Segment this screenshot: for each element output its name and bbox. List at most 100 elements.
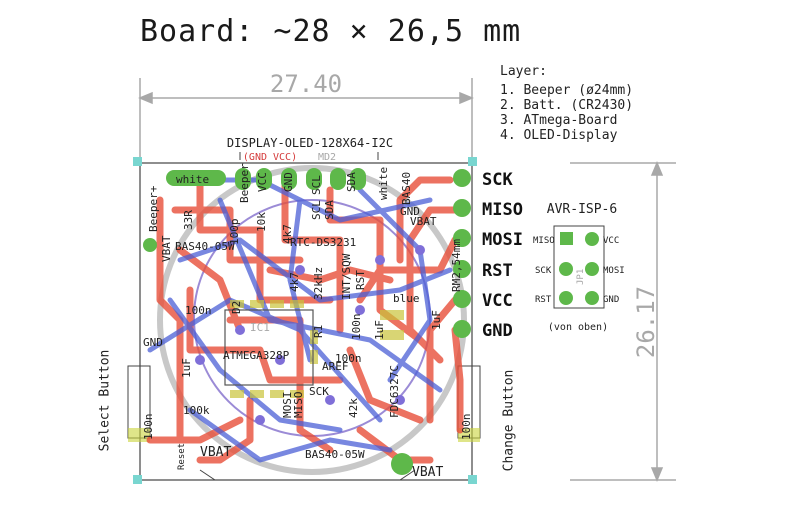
pin-label-vcc: VCC [482, 291, 513, 311]
layer-item: 1. Beeper (ø24mm) [500, 83, 634, 98]
silk-c1u: 1uF [373, 320, 386, 340]
edge-pads [143, 169, 471, 475]
display-pins-label: (GND VCC) [243, 152, 297, 163]
isp-outline [553, 225, 605, 309]
silk-scl2: SCL [310, 175, 323, 195]
beeper-outline [157, 165, 467, 475]
silk-r1: R1 [312, 325, 325, 338]
corner-marker [468, 157, 477, 166]
silk-white: white [176, 173, 209, 186]
display-ref: MD2 [318, 152, 336, 163]
silk-reset: Reset [177, 443, 187, 470]
pin-label-sck: SCK [482, 170, 513, 190]
silk-sda2: SDA [345, 172, 358, 192]
corner-marker [133, 475, 142, 484]
silk-vbat2: VBAT [200, 445, 231, 460]
silk-c100nb: 100n [350, 314, 363, 341]
select-button-pad [128, 428, 150, 442]
silk-rst: RST [354, 270, 367, 290]
silk-rm: RM2,54mm [450, 239, 463, 292]
silk-scl: SCL [310, 200, 323, 220]
isp-pin [559, 291, 573, 305]
isp-pin-label: RST [535, 295, 552, 305]
avr-isp-connector: AVR-ISP-6 MISO SCK RST VCC MOSI GND JP1 … [533, 202, 625, 333]
height-dimension-value: 26.17 [632, 286, 660, 358]
silk-c1ufb: 1uF [180, 358, 193, 378]
pin-label-gnd: GND [482, 321, 513, 341]
isp-pin-label: MISO [533, 236, 555, 246]
header-pads [166, 168, 366, 190]
silk-vbat4: VBAT [160, 235, 173, 262]
silk-c100ne: 100n [460, 414, 473, 441]
silk-r100k: 100k [183, 404, 210, 417]
silk-rtc: RTC-DS3231 [290, 236, 356, 249]
silk-bas40a: BAS40-05W [175, 240, 235, 253]
change-button-pad [458, 428, 480, 442]
isp-pin [560, 232, 573, 245]
silk-r32k: 32kHz [312, 267, 325, 300]
silk-vcc: VCC [256, 172, 269, 192]
display-outline [239, 152, 379, 160]
top-copper-traces [146, 176, 464, 464]
isp-pin [585, 262, 599, 276]
layer-legend-heading: Layer: [500, 64, 547, 79]
silk-d2: D2 [230, 301, 243, 314]
pin-label-mosi: MOSI [482, 230, 523, 250]
layer-legend: Layer: 1. Beeper (ø24mm) 2. Batt. (CR243… [500, 64, 633, 143]
layer-item: 3. ATmega-Board [500, 113, 618, 128]
layer-list: 1. Beeper (ø24mm) 2. Batt. (CR2430) 3. A… [500, 83, 633, 143]
isp-note: (von oben) [548, 322, 608, 333]
silk-c100nd: 100n [142, 414, 155, 441]
isp-pin-label: VCC [603, 236, 619, 246]
silk-r4k7a: 4k7 [281, 224, 294, 244]
pin-label-rst: RST [482, 261, 513, 281]
silk-beeper2: Beeper [238, 163, 251, 203]
silk-beeper: Beeper+ [147, 185, 160, 232]
silk-gnd: GND [282, 172, 295, 192]
ic1-outline [224, 309, 314, 386]
silk-r4k7b: 4k7 [288, 272, 301, 292]
silk-mosi: MOSI [281, 392, 294, 419]
layer-item: 2. Batt. (CR2430) [500, 98, 634, 113]
isp-pin-label: GND [603, 295, 619, 305]
silk-c100p: 100p [228, 219, 241, 246]
silk-bas40c: BAS40 [400, 172, 413, 205]
pin-label-miso: MISO [482, 200, 523, 220]
silk-miso: MISO [292, 392, 305, 419]
silk-vbat: VBAT [410, 215, 437, 228]
silk-c100nc: 100n [335, 352, 362, 365]
silk-sck: SCK [309, 385, 329, 398]
silk-r42k: 42k [347, 398, 360, 418]
display-label: DISPLAY-OLED-128X64-I2C [227, 136, 393, 150]
board-size-title: Board: ~28 × 26,5 mm [140, 14, 522, 49]
silk-int: INT/SQW [340, 253, 353, 300]
isp-pin [559, 262, 573, 276]
isp-pin-label: SCK [535, 266, 552, 276]
width-dimension-value: 27.40 [270, 70, 342, 98]
silk-ic1: IC1 [250, 321, 270, 334]
silk-bas40b: BAS40-05W [305, 448, 365, 461]
smd-pads [230, 300, 404, 398]
silk-c1uf: 1uF [430, 310, 443, 330]
width-dimension [138, 78, 474, 160]
silk-gnd2: GND [143, 336, 163, 349]
isp-pin-label: MOSI [603, 266, 625, 276]
silk-sda: SDA [323, 200, 336, 220]
battery-holder-outline [199, 469, 416, 481]
silk-gnd3: GND [400, 205, 420, 218]
corner-marker [468, 475, 477, 484]
isp-pin [585, 291, 599, 305]
corner-marker [133, 157, 142, 166]
isp-ref: JP1 [576, 269, 586, 285]
silk-r33: 33R [182, 210, 195, 230]
silk-r10k: 10k [255, 212, 268, 232]
vias [195, 245, 425, 425]
layer-item: 4. OLED-Display [500, 128, 618, 143]
isp-title: AVR-ISP-6 [547, 202, 617, 217]
isp-pin [585, 232, 599, 246]
silk-atmega: ATMEGA328P [223, 349, 290, 362]
silk-white2: white [377, 167, 390, 200]
silk-aref: AREF [322, 360, 349, 373]
silk-vbat3: VBAT [412, 465, 443, 480]
